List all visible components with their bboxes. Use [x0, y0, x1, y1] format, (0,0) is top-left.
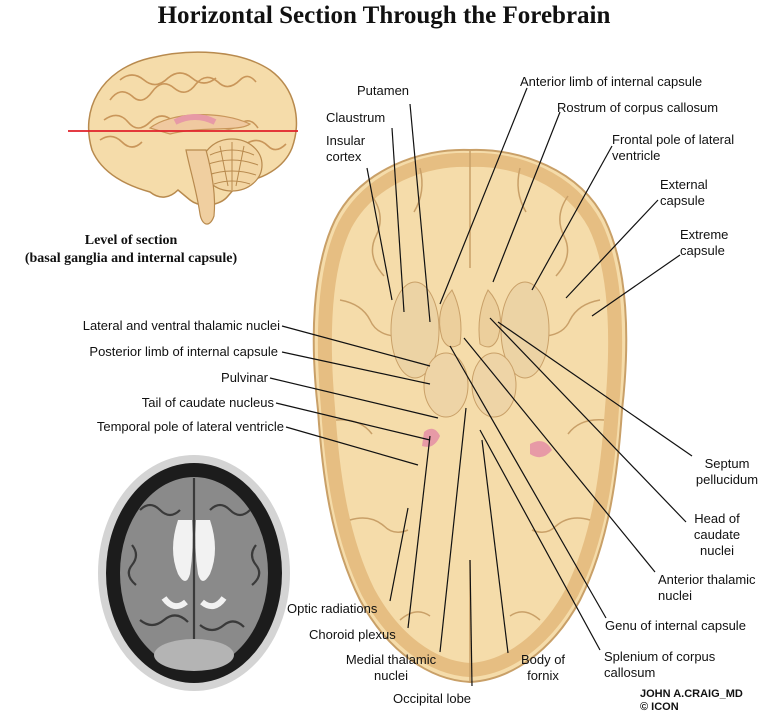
- brainstem: [185, 149, 216, 225]
- label-splenium-corpus-callosum: Splenium of corpus callosum: [604, 649, 716, 680]
- label-anterior-thalamic-nuclei: Anterior thalamic nuclei: [658, 572, 756, 603]
- sagittal-brain-inset: [68, 51, 298, 225]
- leader-lines: [269, 87, 693, 687]
- label-anterior-limb-internal-capsule: Anterior limb of internal capsule: [520, 74, 703, 89]
- mri-image: [98, 455, 290, 691]
- putamen-left: [390, 281, 440, 379]
- inset-caption: Level of section (basal ganglia and inte…: [0, 232, 262, 268]
- inset-caption-line2: (basal ganglia and internal capsule): [24, 251, 238, 266]
- temporal-ventricle-left: [422, 428, 440, 447]
- label-rostrum-corpus-callosum: Rostrum of corpus callosum: [557, 100, 719, 115]
- horizontal-section: [312, 148, 628, 684]
- label-body-of-fornix: Body of fornix: [520, 652, 566, 683]
- label-putamen: Putamen: [357, 83, 410, 98]
- label-pulvinar: Pulvinar: [221, 370, 268, 385]
- label-frontal-pole-lateral-ventricle: Frontal pole of lateral ventricle: [612, 132, 735, 163]
- caudate-left: [439, 289, 462, 348]
- figure-title: Horizontal Section Through the Forebrain: [157, 2, 611, 29]
- label-medial-thalamic-nuclei: Medial thalamic nuclei: [345, 652, 437, 683]
- temporal-ventricle-right: [530, 441, 552, 458]
- label-tail-caudate-nucleus: Tail of caudate nucleus: [141, 395, 274, 410]
- inset-caption-line1: Level of section: [84, 233, 178, 248]
- label-genu-internal-capsule: Genu of internal capsule: [605, 618, 746, 633]
- label-optic-radiations: Optic radiations: [287, 601, 378, 616]
- thalamus-right: [471, 352, 517, 418]
- thalamus-left: [423, 352, 469, 418]
- label-insular-cortex: Insular cortex: [326, 133, 366, 164]
- label-occipital-lobe: Occipital lobe: [393, 691, 472, 706]
- label-posterior-limb-internal-capsule: Posterior limb of internal capsule: [89, 344, 278, 359]
- label-external-capsule: External capsule: [660, 177, 708, 208]
- label-temporal-pole-lateral-ventricle: Temporal pole of lateral ventricle: [96, 419, 284, 434]
- label-head-caudate-nuclei: Head of caudate nuclei: [693, 511, 741, 558]
- label-claustrum: Claustrum: [326, 110, 386, 125]
- label-lateral-ventral-thalamic-nuclei: Lateral and ventral thalamic nuclei: [82, 318, 280, 333]
- cerebellum: [201, 138, 263, 192]
- label-extreme-capsule: Extreme capsule: [680, 227, 729, 258]
- label-septum-pellucidum: Septum pellucidum: [695, 456, 759, 487]
- artist-signature: JOHN A.CRAIG_MD © ICON: [640, 688, 743, 713]
- label-choroid-plexus: Choroid plexus: [309, 627, 396, 642]
